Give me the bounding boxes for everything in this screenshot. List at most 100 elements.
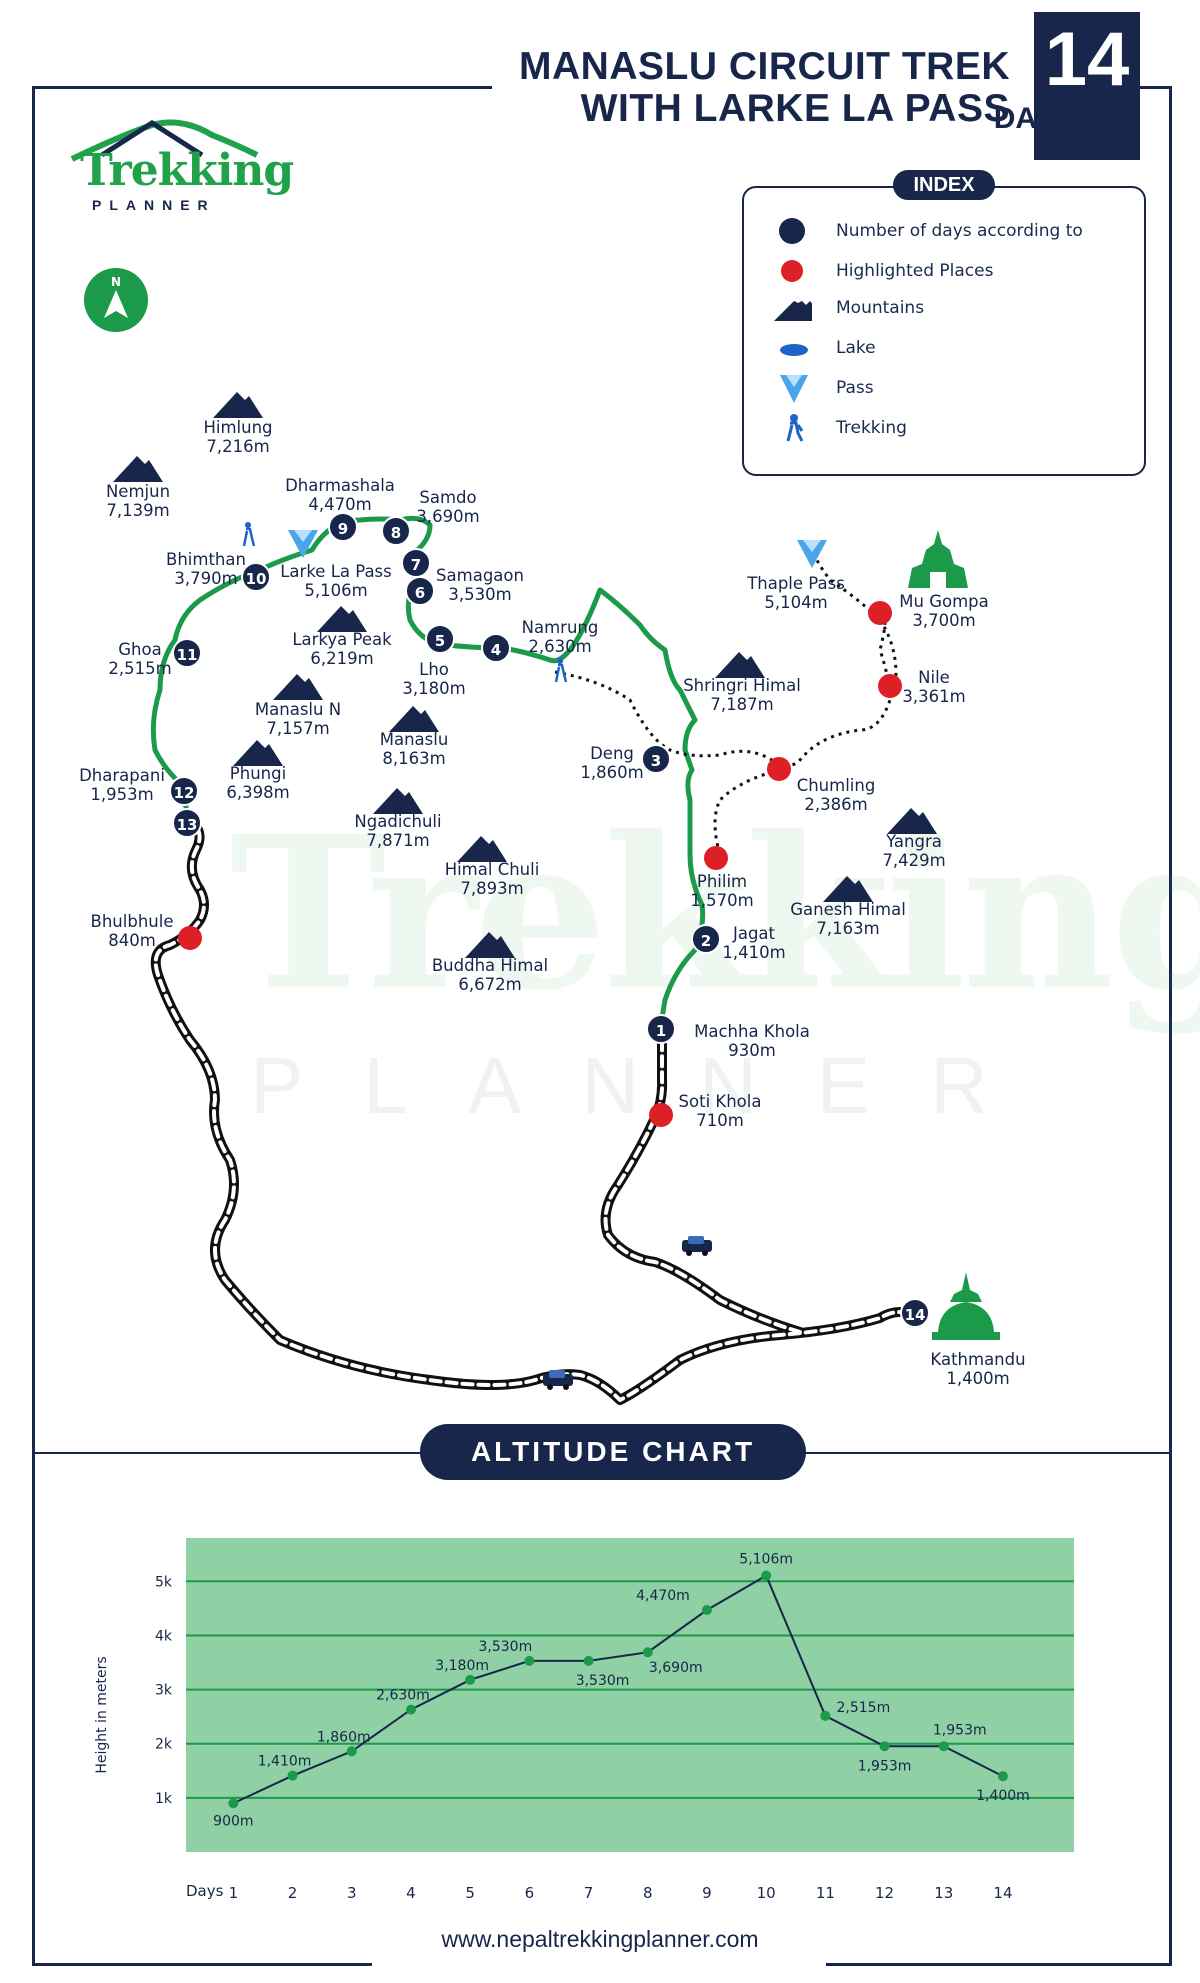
watermark-sub: PLANNER bbox=[250, 1041, 1048, 1130]
index-label: Highlighted Places bbox=[836, 261, 994, 281]
mountain-icon-ngadichuli bbox=[373, 788, 423, 814]
chart-data-point bbox=[701, 1605, 712, 1616]
title-line-1: MANASLU CIRCUIT TREK bbox=[519, 45, 1010, 88]
stupa-icon bbox=[932, 1272, 1000, 1340]
chart-data-label: 4,470m bbox=[636, 1588, 690, 1604]
index-title: INDEX bbox=[893, 170, 995, 200]
mountain-icon-shringri-himal bbox=[715, 652, 765, 678]
footer-url[interactable]: www.nepaltrekkingplanner.com bbox=[390, 1926, 810, 1953]
chart-xtick-label: 8 bbox=[643, 1884, 653, 1902]
trekking-icon bbox=[554, 658, 568, 683]
route-map bbox=[150, 515, 1000, 1405]
day-marker-11: 11 bbox=[172, 638, 202, 668]
index-label: Mountains bbox=[836, 298, 925, 318]
day-marker-1: 1 bbox=[646, 1014, 676, 1044]
frame-bottom-right bbox=[826, 1963, 1172, 1966]
chart-xtick-label: 9 bbox=[702, 1884, 712, 1902]
chart-data-label: 5,106m bbox=[739, 1552, 793, 1568]
mountain-icon-manaslu bbox=[389, 706, 439, 732]
lake-icon bbox=[780, 344, 808, 356]
frame-top-right bbox=[1140, 86, 1172, 89]
highlight-dot-soti-khola bbox=[649, 1103, 673, 1127]
chart-data-label: 1,410m bbox=[258, 1754, 312, 1770]
chart-xtick-label: 13 bbox=[934, 1884, 953, 1902]
day-marker-9: 9 bbox=[328, 512, 358, 542]
chart-xtick-label: 6 bbox=[525, 1884, 535, 1902]
day-marker-6: 6 bbox=[405, 576, 435, 606]
chart-xtick-label: 3 bbox=[347, 1884, 357, 1902]
chart-xtick-label: 4 bbox=[406, 1884, 416, 1902]
logo-sub: PLANNER bbox=[92, 197, 216, 213]
pass-icon bbox=[780, 375, 808, 403]
mountain-icon-buddha-himal bbox=[465, 932, 515, 958]
chart-xtick-label: 10 bbox=[757, 1884, 776, 1902]
mountain-icon-larkya-peak bbox=[317, 606, 367, 632]
watermark-logo: Trekking bbox=[230, 790, 1200, 1037]
chart-series-line bbox=[232, 1574, 1004, 1805]
chart-plot-area bbox=[186, 1538, 1074, 1852]
chart-data-label: 1,953m bbox=[858, 1758, 912, 1774]
index-legend: Number of days according to Highlighted … bbox=[742, 186, 1146, 476]
north-compass: N bbox=[84, 268, 148, 332]
day-marker-8: 8 bbox=[381, 516, 411, 546]
mountain-icon-manaslu-n bbox=[273, 674, 323, 700]
pass-icon bbox=[288, 530, 318, 558]
chart-data-point bbox=[820, 1710, 831, 1721]
road-route bbox=[150, 815, 905, 1405]
road-route-inner bbox=[153, 818, 902, 1402]
index-label: Pass bbox=[836, 378, 874, 398]
days-number: 14 bbox=[1044, 17, 1130, 102]
day-marker-2: 2 bbox=[691, 924, 721, 954]
chart-xtick-label: 5 bbox=[465, 1884, 475, 1902]
chart-xtick-label: 14 bbox=[993, 1884, 1012, 1902]
day-marker-13: 13 bbox=[172, 808, 202, 838]
highlight-dot-nile bbox=[878, 674, 902, 698]
monastery-icon bbox=[908, 530, 968, 588]
chart-data-point bbox=[524, 1655, 535, 1666]
chart-data-point bbox=[938, 1741, 949, 1752]
trekking-icon bbox=[786, 414, 804, 442]
highlight-dot-icon bbox=[781, 260, 803, 282]
frame-left bbox=[32, 86, 35, 1966]
chart-xtick-label: 1 bbox=[229, 1884, 239, 1902]
mountain-icon-himlung bbox=[213, 392, 263, 418]
frame-bottom-left bbox=[32, 1963, 372, 1966]
mountain-icon-phungi bbox=[233, 740, 283, 766]
chart-ylabel: Height in meters bbox=[94, 1656, 110, 1773]
pass-icon bbox=[797, 540, 827, 568]
day-marker-5: 5 bbox=[425, 624, 455, 654]
chart-data-point bbox=[583, 1655, 594, 1666]
chart-xtick-label: 2 bbox=[288, 1884, 298, 1902]
chart-data-point bbox=[228, 1798, 239, 1809]
chart-data-point bbox=[346, 1746, 357, 1757]
chart-data-label: 2,515m bbox=[837, 1700, 891, 1716]
days-badge: 14 DAYS bbox=[994, 12, 1140, 160]
chart-data-label: 1,860m bbox=[317, 1729, 371, 1745]
frame-right bbox=[1169, 86, 1172, 1966]
mountain-icon bbox=[774, 297, 812, 321]
jeep-icon bbox=[543, 1370, 573, 1390]
jeep-icon bbox=[682, 1236, 712, 1256]
frame-top-left bbox=[32, 86, 492, 89]
chart-data-label: 900m bbox=[213, 1813, 253, 1829]
